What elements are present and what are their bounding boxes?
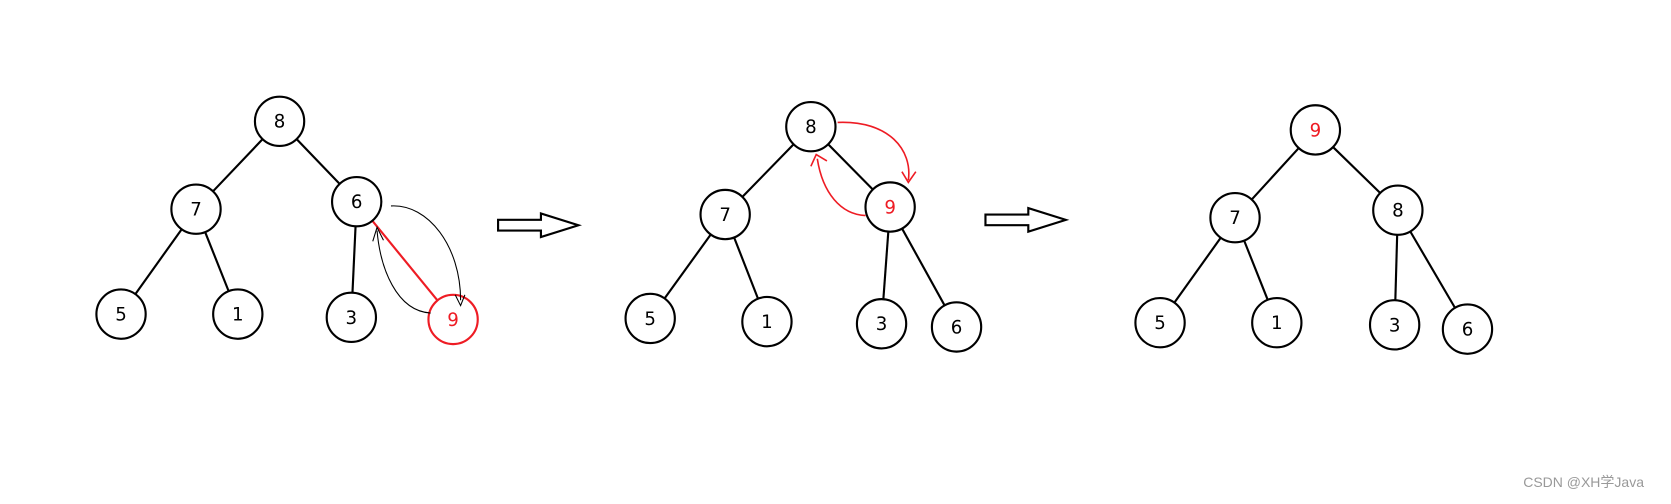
node-label: 5 <box>115 305 127 326</box>
tree-edge <box>1173 237 1222 304</box>
tree-node <box>1289 104 1342 156</box>
tree-node <box>699 188 751 241</box>
tree-node <box>330 175 383 228</box>
tree-edge <box>1250 147 1300 201</box>
node-label: 8 <box>274 112 286 133</box>
tree-edge <box>1332 146 1381 194</box>
tree-node <box>1251 296 1303 349</box>
tree-edge <box>134 228 183 295</box>
tree-node <box>1441 303 1494 355</box>
swap-arrow-down <box>837 121 910 181</box>
tree-node <box>855 298 908 350</box>
tree-node <box>1134 296 1186 349</box>
tree-edge <box>1243 240 1269 301</box>
tree-edge <box>371 220 439 302</box>
tree-node <box>624 292 676 345</box>
tree-edge <box>1394 234 1399 301</box>
tree-edge <box>204 231 230 292</box>
step-arrow-icon <box>497 211 582 239</box>
node-label: 3 <box>1389 315 1401 336</box>
tree-edge <box>1409 230 1456 309</box>
arrowhead-icon <box>454 294 466 307</box>
tree-edge <box>351 226 357 293</box>
tree-edge <box>882 231 890 300</box>
node-label: 7 <box>719 205 731 226</box>
tree-node <box>95 288 147 340</box>
node-label: 9 <box>1310 120 1322 141</box>
node-label: 5 <box>644 309 656 330</box>
tree-node <box>1209 192 1261 244</box>
node-label: 8 <box>1392 201 1404 222</box>
tree-node <box>785 100 837 153</box>
tree-edge <box>663 233 712 300</box>
node-label: 6 <box>351 192 363 213</box>
tree-node <box>1372 184 1424 236</box>
step-arrow-icon <box>984 206 1070 234</box>
tree-edge <box>295 138 341 185</box>
tree-edge <box>212 138 264 193</box>
swap-arrow-up <box>376 230 431 314</box>
swap-arrow-up <box>816 158 866 217</box>
node-label: 3 <box>876 314 888 335</box>
node-label: 1 <box>761 312 773 333</box>
tree-node <box>212 288 264 340</box>
tree-node <box>1368 299 1421 351</box>
swap-arrow-down <box>390 205 462 301</box>
tree-edge <box>741 143 795 198</box>
tree-node <box>741 295 793 348</box>
tree-node <box>864 181 916 233</box>
node-label: 6 <box>951 317 963 338</box>
node-label: 1 <box>232 305 244 326</box>
node-label: 7 <box>190 200 202 221</box>
node-label: 7 <box>1229 208 1241 229</box>
arrowhead-icon <box>901 171 917 184</box>
node-label: 3 <box>346 308 358 329</box>
tree-node <box>170 183 222 235</box>
node-label: 1 <box>1271 313 1283 334</box>
tree-edge <box>827 143 874 191</box>
tree-node <box>325 291 378 344</box>
node-label: 8 <box>805 117 817 138</box>
node-label: 9 <box>884 197 896 218</box>
tree-node <box>253 95 306 148</box>
node-label: 6 <box>1462 320 1474 341</box>
arrowhead-icon <box>810 153 828 167</box>
watermark: CSDN @XH学Java <box>1523 474 1644 490</box>
node-label: 9 <box>447 310 459 331</box>
tree-edge <box>733 237 759 300</box>
tree-node <box>427 293 479 346</box>
tree-node <box>930 301 983 353</box>
node-label: 5 <box>1154 313 1166 334</box>
arrowhead-icon <box>372 225 384 242</box>
tree-edge <box>901 228 946 306</box>
